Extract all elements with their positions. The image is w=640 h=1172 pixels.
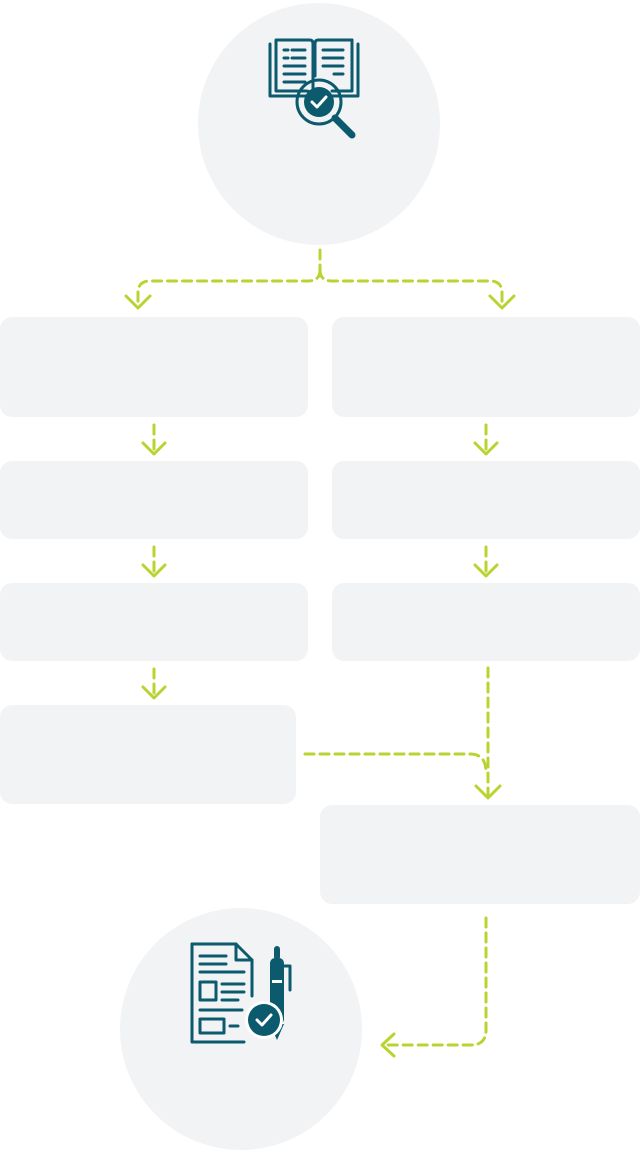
merge-step (320, 805, 640, 904)
right-step-1 (332, 317, 640, 417)
arrowhead (488, 294, 516, 310)
arrowhead (141, 685, 167, 700)
left-step-4 (0, 705, 296, 804)
arrowhead (141, 563, 167, 578)
arrowhead (474, 784, 502, 800)
split-connector-left (136, 268, 322, 308)
merge-to-end-connector (382, 916, 488, 1047)
book-magnifier-check-icon (268, 38, 360, 139)
arrowhead (473, 563, 499, 578)
arrowhead (141, 441, 167, 456)
arrowhead (124, 294, 152, 310)
right-step-2 (332, 461, 640, 539)
arrowhead (380, 1032, 396, 1058)
split-connector-right (318, 268, 504, 308)
signed-document-pen-check-icon (190, 942, 292, 1044)
left-step-1 (0, 317, 308, 417)
arrowhead (473, 441, 499, 456)
left-step-2 (0, 461, 308, 539)
left-to-merge-connector (303, 752, 488, 774)
left-step-3 (0, 583, 308, 661)
right-step-3 (332, 583, 640, 661)
